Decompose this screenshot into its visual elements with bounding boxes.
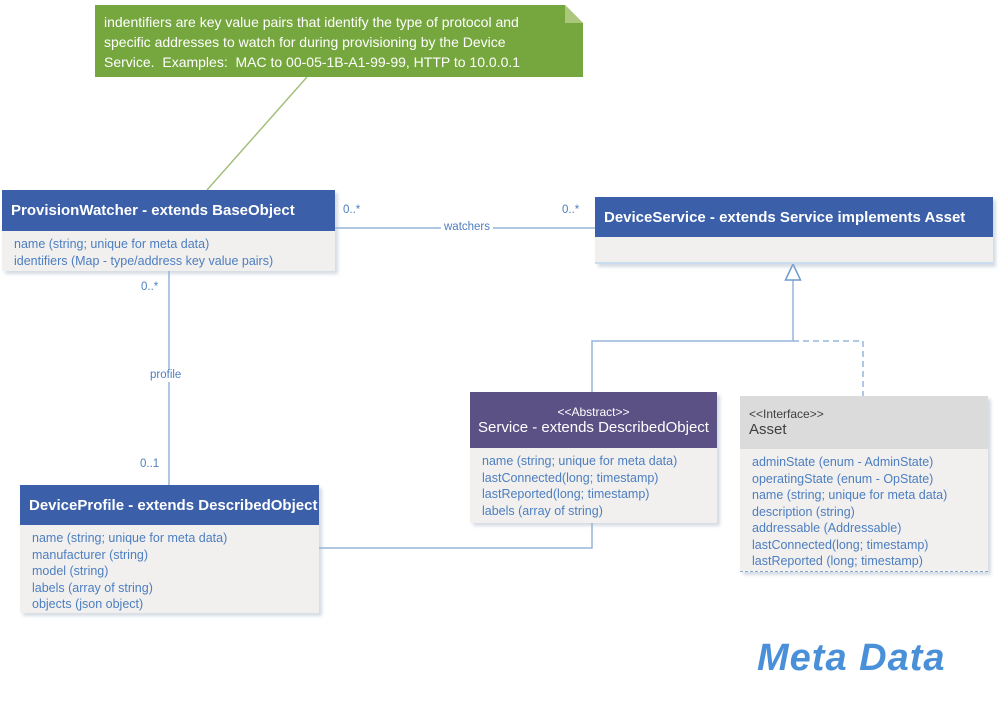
identifiers-note: indentifiers are key value pairs that id… <box>95 5 583 77</box>
attribute-row: name (string; unique for meta data) <box>14 237 210 251</box>
diagram-title: Meta Data <box>757 637 946 679</box>
note-text-line: Service. Examples: MAC to 00-05-1B-A1-99… <box>104 54 521 70</box>
attribute-row: lastConnected(long; timestamp) <box>752 537 929 552</box>
attribute-row: identifiers (Map - type/address key valu… <box>14 253 274 268</box>
note-text-line: indentifiers are key value pairs that id… <box>104 14 519 30</box>
class-attributes: name (string; unique for meta data) last… <box>470 448 717 523</box>
multiplicity-label: 0..* <box>141 281 159 293</box>
deviceprofile-service-line <box>319 523 593 549</box>
class-title: DeviceProfile - extends DescribedObject <box>29 496 318 514</box>
attribute-row: lastReported(long; timestamp) <box>482 487 650 501</box>
class-header: ProvisionWatcher - extends BaseObject <box>2 190 335 231</box>
class-attributes: name (string; unique for meta data) manu… <box>20 525 319 613</box>
class-service: <<Abstract>> Service - extends Described… <box>470 392 717 523</box>
class-attributes: name (string; unique for meta data) iden… <box>2 231 335 271</box>
class-attributes <box>595 237 993 262</box>
attribute-row: manufacturer (string) <box>32 547 149 562</box>
class-device-service: DeviceService - extends Service implemen… <box>595 197 993 264</box>
class-stereotype: <<Interface>> <box>749 407 824 421</box>
association-name-profile: profile <box>147 369 185 382</box>
attribute-row: model (string) <box>32 564 109 578</box>
class-device-profile: DeviceProfile - extends DescribedObject … <box>20 485 319 613</box>
class-title: DeviceService - extends Service implemen… <box>604 208 966 226</box>
class-title: Service - extends DescribedObject <box>478 418 709 436</box>
extends-service-line <box>591 280 794 392</box>
association-name-watchers: watchers <box>441 221 494 234</box>
attribute-row: description (string) <box>752 504 855 519</box>
attribute-row: addressable (Addressable) <box>752 521 902 535</box>
multiplicity-label: 0..* <box>343 204 361 216</box>
class-header: <<Interface>> Asset <box>740 396 988 449</box>
multiplicity-label: 0..* <box>562 204 580 216</box>
attribute-row: objects (json object) <box>32 597 144 611</box>
attribute-row: lastReported (long; timestamp) <box>752 554 923 568</box>
attribute-row: lastConnected(long; timestamp) <box>482 470 659 485</box>
class-header: DeviceService - extends Service implemen… <box>595 197 993 237</box>
attribute-row: name (string; unique for meta data) <box>32 531 228 545</box>
inheritance-triangle-icon <box>784 262 802 281</box>
attribute-row: name (string; unique for meta data) <box>482 454 678 468</box>
implements-asset-line <box>793 340 864 396</box>
attribute-row: adminState (enum - AdminState) <box>752 455 934 469</box>
attribute-row: operatingState (enum - OpState) <box>752 471 934 486</box>
class-attributes: adminState (enum - AdminState) operating… <box>740 449 988 571</box>
class-stereotype: <<Abstract>> <box>557 404 630 419</box>
attribute-row: name (string; unique for meta data) <box>752 488 948 502</box>
class-provision-watcher: ProvisionWatcher - extends BaseObject na… <box>2 190 335 271</box>
attribute-row: labels (array of string) <box>32 580 153 595</box>
note-text-line: specific addresses to watch for during p… <box>104 34 506 50</box>
class-header: DeviceProfile - extends DescribedObject <box>20 485 319 525</box>
class-title: Asset <box>749 421 787 438</box>
note-connector-line <box>206 76 308 191</box>
multiplicity-label: 0..1 <box>140 458 160 470</box>
attribute-row: labels (array of string) <box>482 503 603 518</box>
class-title: ProvisionWatcher - extends BaseObject <box>11 202 295 219</box>
class-asset: <<Interface>> Asset adminState (enum - A… <box>740 396 988 572</box>
class-header: <<Abstract>> Service - extends Described… <box>470 392 717 448</box>
